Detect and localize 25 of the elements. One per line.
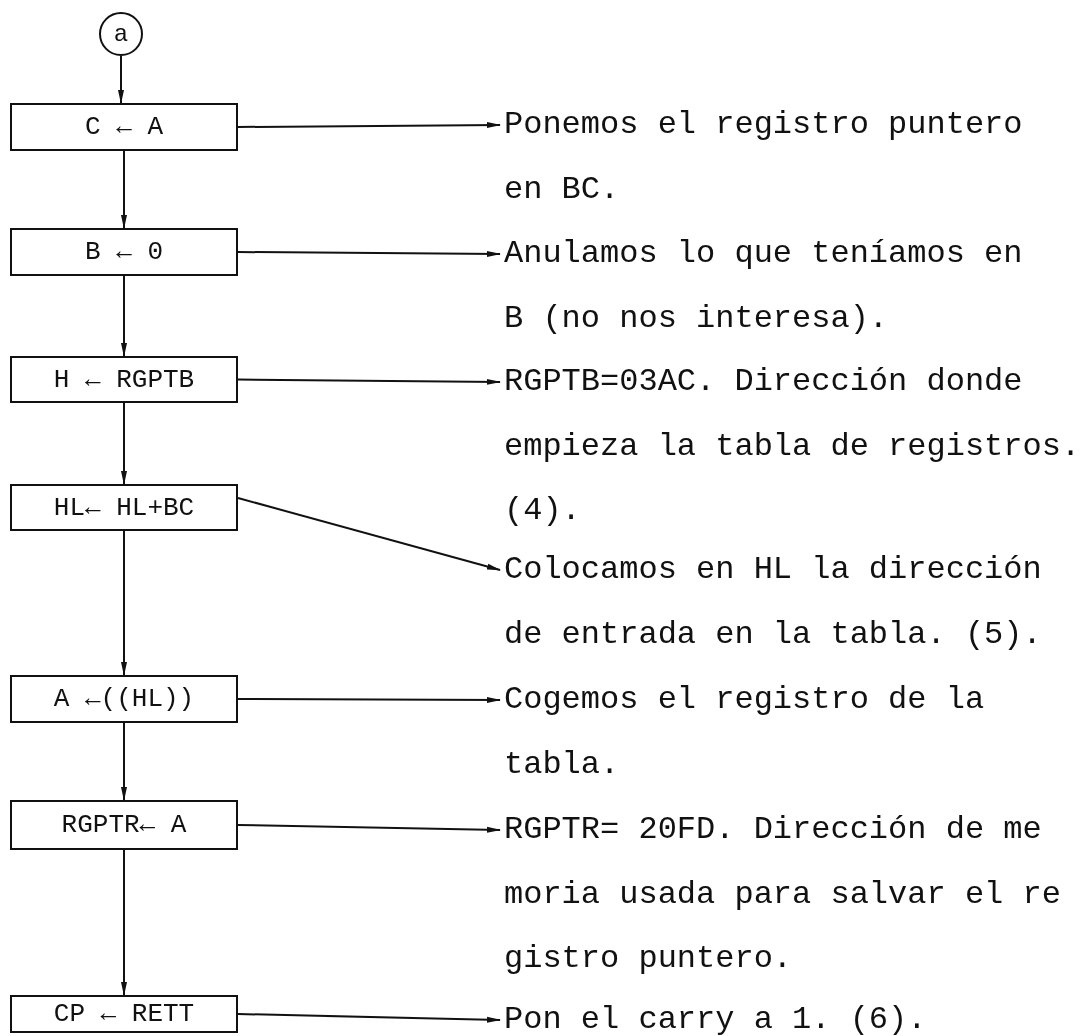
arrow [121,530,127,676]
arrow [237,122,501,129]
process-box: RGPTR← A [10,800,238,850]
process-box: C ← A [10,103,238,151]
connector-circle: a [99,12,143,56]
arrow [121,722,127,801]
process-box: H ← RGPTB [10,356,238,403]
arrow [237,378,501,385]
process-box: CP ← RETT [10,995,238,1033]
process-box: B ← 0 [10,228,238,276]
arrow [121,150,127,229]
arrow [121,275,127,357]
process-box: HL← HL+BC [10,484,238,531]
arrow [121,402,127,485]
arrow [237,250,501,257]
annotation-text: Cogemos el registro de la tabla. [504,668,1084,797]
arrow [237,497,501,571]
arrow [121,849,127,996]
arrow [237,696,501,703]
process-box: A ←((HL)) [10,675,238,723]
arrow [237,1013,501,1023]
annotation-text: Ponemos el registro puntero en BC. [504,93,1052,222]
arrow [118,55,124,104]
annotation-text: Anulamos lo que teníamos en B (no nos interesa). [504,222,1052,351]
arrow [237,824,501,833]
